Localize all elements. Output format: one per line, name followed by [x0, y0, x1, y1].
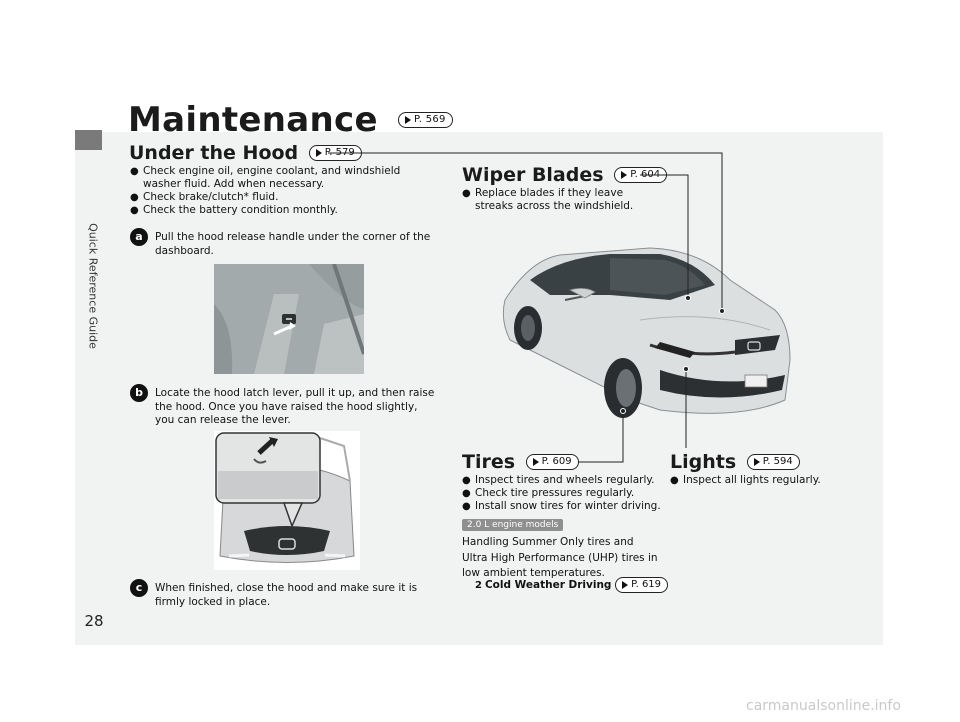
- step-b: b Locate the hood latch lever, pull it u…: [130, 384, 440, 428]
- step-badge: c: [130, 579, 148, 597]
- list-item: Check engine oil, engine coolant, and wi…: [130, 165, 440, 191]
- page-title-text: Maintenance: [128, 100, 378, 140]
- list-item: Check brake/clutch* fluid.: [130, 191, 440, 204]
- step-badge: b: [130, 384, 148, 402]
- section-title-lights: Lights P. 594: [670, 451, 800, 473]
- section-title-text: Lights: [670, 451, 737, 473]
- step-c: c When finished, close the hood and make…: [130, 579, 440, 609]
- lights-reference-link[interactable]: P. 594: [746, 453, 800, 470]
- list-item: Inspect tires and wheels regularly.: [462, 474, 672, 487]
- page-ref-text: P. 619: [631, 579, 662, 590]
- step-badge: a: [130, 228, 148, 246]
- page-header-area: [102, 40, 883, 132]
- list-item: Inspect all lights regularly.: [670, 474, 860, 487]
- page-ref-arrow-icon: [753, 457, 760, 466]
- step-text: Pull the hood release handle under the c…: [155, 231, 431, 257]
- section-title-under-hood: Under the Hood P. 579: [129, 142, 362, 164]
- list-item: Check the battery condition monthly.: [130, 204, 440, 217]
- wiper-blades-reference-link[interactable]: P. 604: [614, 166, 668, 183]
- hood-latch-illustration: [215, 432, 355, 563]
- list-item: Replace blades if they leave streaks acr…: [462, 187, 662, 213]
- section-title-text: Wiper Blades: [462, 164, 604, 186]
- page-ref-text: P. 609: [541, 455, 572, 467]
- section-tab: [75, 130, 102, 150]
- hood-latch-image: [214, 431, 360, 570]
- section-title-text: Under the Hood: [129, 142, 299, 164]
- list-item: Check tire pressures regularly.: [462, 487, 672, 500]
- page-title: Maintenance P. 569: [128, 100, 453, 140]
- engine-model-badge: 2.0 L engine models: [462, 519, 564, 531]
- under-hood-reference-link[interactable]: P. 579: [308, 144, 362, 161]
- page-ref-text: P. 579: [324, 146, 355, 158]
- wiper-blades-bullets: Replace blades if they leave streaks acr…: [462, 187, 662, 213]
- under-hood-bullets: Check engine oil, engine coolant, and wi…: [130, 165, 440, 217]
- page-ref-arrow-icon: [622, 581, 629, 589]
- cold-weather-reference-link[interactable]: P. 619: [615, 577, 669, 593]
- cross-reference-mark: 2: [475, 580, 482, 591]
- car-drawing: [502, 247, 791, 418]
- site-watermark: carmanualsonline.info: [746, 698, 901, 714]
- section-title-text: Tires: [462, 451, 516, 473]
- lights-bullets: Inspect all lights regularly.: [670, 474, 860, 487]
- cross-reference-label: Cold Weather Driving: [484, 579, 612, 591]
- page-ref-arrow-icon: [621, 170, 628, 179]
- page-ref-arrow-icon: [404, 115, 411, 124]
- page-number: 28: [84, 612, 104, 630]
- hood-release-illustration: [214, 264, 364, 374]
- car-illustration: [490, 240, 800, 430]
- tires-bullets: Inspect tires and wheels regularly. Chec…: [462, 474, 672, 513]
- tires-note: Handling Summer Only tires and Ultra Hig…: [462, 536, 658, 579]
- list-item: Install snow tires for winter driving.: [462, 500, 672, 513]
- step-text: Locate the hood latch lever, pull it up,…: [155, 387, 435, 426]
- hood-release-handle-image: [214, 264, 364, 374]
- page-ref-text: P. 569: [413, 113, 446, 125]
- tires-reference-link[interactable]: P. 609: [525, 453, 579, 470]
- page-reference-link[interactable]: P. 569: [397, 111, 453, 128]
- page-ref-text: P. 604: [630, 168, 661, 180]
- page-ref-arrow-icon: [532, 457, 539, 466]
- page-ref-arrow-icon: [315, 148, 322, 157]
- side-section-label: Quick Reference Guide: [86, 223, 100, 349]
- step-a: a Pull the hood release handle under the…: [130, 228, 440, 258]
- step-text: When finished, close the hood and make s…: [155, 582, 418, 608]
- section-title-tires: Tires P. 609: [462, 451, 579, 473]
- page-ref-text: P. 594: [762, 455, 793, 467]
- section-title-wiper-blades: Wiper Blades P. 604: [462, 164, 668, 186]
